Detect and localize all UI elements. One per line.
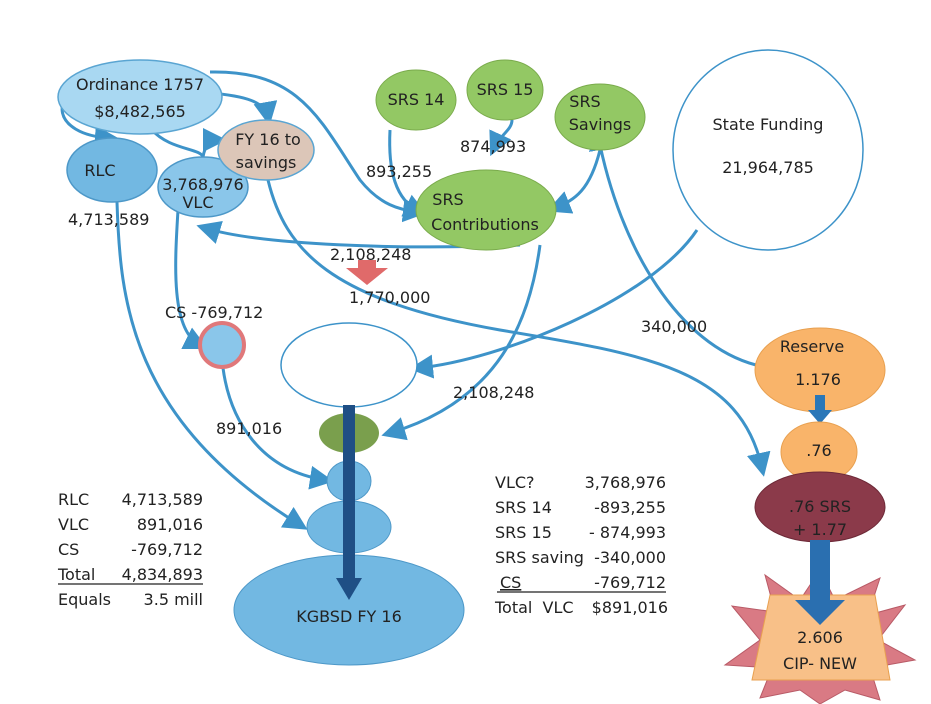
ordinance-node — [57, 59, 223, 135]
right-row-value: -893,255 — [594, 498, 666, 517]
left-row-value: 4,713,589 — [122, 490, 203, 509]
srs-contributions-node — [415, 169, 557, 251]
right-row-value: 3,768,976 — [585, 473, 666, 492]
left-row-label: VLC — [58, 515, 89, 534]
srs15-label: SRS 15 — [477, 80, 534, 99]
cs-to-kgbsd-label: 891,016 — [216, 419, 282, 438]
vlc-label: VLC — [182, 193, 213, 212]
reduction-arrow-icon — [346, 260, 388, 285]
cip-label: CIP- NEW — [783, 654, 857, 673]
right-row-value: - 874,993 — [589, 523, 666, 542]
state-funding-node — [672, 49, 864, 251]
flow-arrows — [60, 70, 771, 530]
reserve-amount: 1.176 — [795, 370, 841, 389]
srs-savings-node — [554, 83, 646, 151]
right-row-value: -769,712 — [594, 573, 666, 592]
srs14-node — [375, 69, 457, 131]
srs76-line1: .76 SRS — [789, 497, 851, 516]
left-row-value: 4,834,893 — [122, 565, 203, 584]
reduced-amount-label: 1,770,000 — [349, 288, 430, 307]
rlc-node — [66, 137, 158, 203]
right-row-value: $891,016 — [592, 598, 668, 617]
srs-savings-line1: SRS — [569, 92, 600, 111]
rlc-label: RLC — [84, 161, 115, 180]
left-row-label: RLC — [58, 490, 89, 509]
state-funding-label: State Funding — [713, 115, 824, 134]
left-summary-table: RLC 4,713,589 VLC 891,016 CS -769,712 To… — [57, 490, 203, 609]
left-row-value: -769,712 — [131, 540, 203, 559]
vlc-amount: 3,768,976 — [162, 175, 243, 194]
right-row-label: SRS 14 — [495, 498, 552, 517]
srs15-amount-label: 874,993 — [460, 137, 526, 156]
rlc-amount-label: 4,713,589 — [68, 210, 149, 229]
main-down-arrow-icon — [336, 405, 362, 600]
cip-down-arrow-icon — [795, 540, 845, 625]
right-row-label: VLC? — [495, 473, 535, 492]
left-row-value: 3.5 mill — [144, 590, 203, 609]
left-row-value: 891,016 — [137, 515, 203, 534]
srs76-line2: + 1.77 — [793, 520, 847, 539]
right-row-label: SRS 15 — [495, 523, 552, 542]
srs15-node — [466, 59, 544, 121]
right-row-value: -340,000 — [594, 548, 666, 567]
point76-label: .76 — [806, 441, 831, 460]
srs-contributions-line2: Contributions — [431, 215, 539, 234]
srs14-amount-label: 893,255 — [366, 162, 432, 181]
fy16-savings-node — [217, 119, 315, 181]
srs14-label: SRS 14 — [388, 90, 445, 109]
contrib-to-kgbsd-label: 2,108,248 — [453, 383, 534, 402]
reserve-down-arrow-icon — [808, 395, 832, 424]
kgbsd-label: KGBSD FY 16 — [296, 607, 402, 626]
right-row-label: CS — [500, 573, 521, 592]
state-intake-node — [280, 322, 418, 408]
srs-savings-line2: Savings — [569, 115, 632, 134]
cs-amount-label: CS -769,712 — [165, 303, 263, 322]
cs-node — [198, 321, 246, 369]
right-row-label: SRS saving — [495, 548, 584, 567]
cip-node — [751, 594, 891, 681]
reserve-label: Reserve — [780, 337, 844, 356]
vlc-back-amount-label: 2,108,248 — [330, 245, 411, 264]
srs-contributions-line1: SRS — [432, 190, 463, 209]
left-row-label: Total — [57, 565, 95, 584]
ordinance-title: Ordinance 1757 — [76, 75, 204, 94]
fy16-line1: FY 16 to — [235, 130, 301, 149]
reserve-to-savings-label: 340,000 — [641, 317, 707, 336]
cip-amount: 2.606 — [797, 628, 843, 647]
left-row-label: Equals — [58, 590, 111, 609]
ordinance-amount: $8,482,565 — [94, 102, 186, 121]
left-row-label: CS — [58, 540, 79, 559]
right-summary-table: VLC? 3,768,976 SRS 14 -893,255 SRS 15 - … — [494, 473, 668, 617]
right-row-label: Total VLC — [494, 598, 574, 617]
fy16-line2: savings — [236, 153, 297, 172]
vlc-node — [157, 156, 249, 218]
state-funding-amount: 21,964,785 — [722, 158, 814, 177]
